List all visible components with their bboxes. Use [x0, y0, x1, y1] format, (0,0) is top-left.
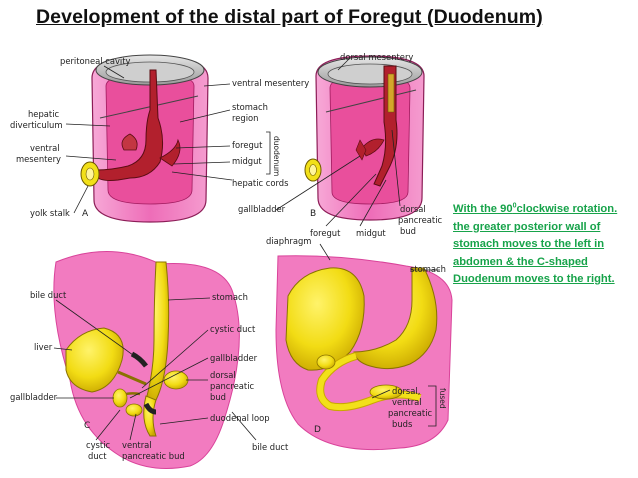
- label-gallbladder-mid: gallbladder: [210, 353, 258, 363]
- label-dorsal-c: dorsal: [210, 370, 236, 380]
- label-dorsal-d: dorsal,: [392, 386, 420, 396]
- label-bud-b: bud: [400, 226, 416, 236]
- panel-d-letter: D: [314, 425, 321, 435]
- label-cystic-duct: cystic duct: [210, 324, 256, 334]
- label-cystic: cystic: [86, 440, 111, 450]
- label-buds-d: buds: [392, 419, 412, 429]
- label-peritoneal-cavity: peritoneal cavity: [60, 56, 131, 66]
- label-ventral-c: ventral: [122, 440, 152, 450]
- label-pancreatic-bud-c: pancreatic bud: [122, 451, 185, 461]
- label-midgut-b: midgut: [356, 228, 386, 238]
- page-title: Development of the distal part of Foregu…: [36, 6, 543, 28]
- panel-d-embryo: [275, 255, 453, 451]
- panel-a-embryo: [80, 54, 209, 223]
- label-duodenum-vertical: duodenum: [272, 136, 281, 176]
- caption-line-2: the greater posterior wall of: [453, 220, 601, 233]
- panel-c-letter: C: [84, 421, 90, 431]
- label-foregut-a: foregut: [232, 140, 263, 150]
- leader-lines: [53, 57, 440, 441]
- label-bile-duct-bottom: bile duct: [252, 442, 289, 452]
- label-duct: duct: [88, 451, 107, 461]
- label-pancreatic-b: pancreatic: [398, 215, 443, 225]
- label-diverticulum: diverticulum: [10, 120, 63, 130]
- label-midgut-a: midgut: [232, 156, 262, 166]
- caption-line-4: abdomen & the C-shaped: [453, 255, 588, 268]
- panel-b-letter: B: [310, 209, 316, 219]
- label-pancreatic-c: pancreatic: [210, 381, 255, 391]
- label-gallbladder-b: gallbladder: [238, 204, 286, 214]
- panel-c-embryo: [53, 251, 240, 469]
- rotation-caption: With the 900clockwise rotation. the grea…: [453, 201, 635, 289]
- label-bile-duct: bile duct: [30, 290, 67, 300]
- label-ventral-d: ventral: [392, 397, 422, 407]
- label-fused-vertical: fused: [438, 388, 447, 409]
- label-duodenal-loop: duodenal loop: [210, 413, 270, 423]
- caption-line-3: stomach moves to the left in: [453, 238, 605, 250]
- label-diaphragm: diaphragm: [266, 236, 311, 246]
- label-bud-c: bud: [210, 392, 226, 402]
- label-ventral: ventral: [30, 143, 60, 153]
- label-hepatic: hepatic: [28, 109, 60, 119]
- label-gallbladder-c: gallbladder: [10, 392, 58, 402]
- label-dorsal-mesentery: dorsal mesentery: [340, 52, 413, 62]
- label-liver: liver: [34, 342, 53, 352]
- panel-b-embryo: [304, 55, 425, 221]
- label-hepatic-cords: hepatic cords: [232, 178, 289, 188]
- label-foregut-b: foregut: [310, 228, 341, 238]
- label-stomach: stomach: [232, 102, 268, 112]
- label-yolk-stalk: yolk stalk: [30, 208, 70, 218]
- caption-line-5: Duodenum moves to the right.: [453, 273, 615, 285]
- label-stomach-c: stomach: [212, 292, 248, 302]
- label-stomach-d: stomach: [410, 264, 446, 274]
- panel-a-letter: A: [82, 209, 89, 219]
- label-region: region: [232, 113, 259, 123]
- label-mesentery: mesentery: [16, 154, 61, 164]
- label-ventral-mesentery: ventral mesentery: [232, 78, 309, 88]
- label-dorsal-b: dorsal: [400, 204, 426, 214]
- label-pancreatic-d: pancreatic: [388, 408, 433, 418]
- caption-line-1: With the 900clockwise rotation.: [453, 202, 618, 215]
